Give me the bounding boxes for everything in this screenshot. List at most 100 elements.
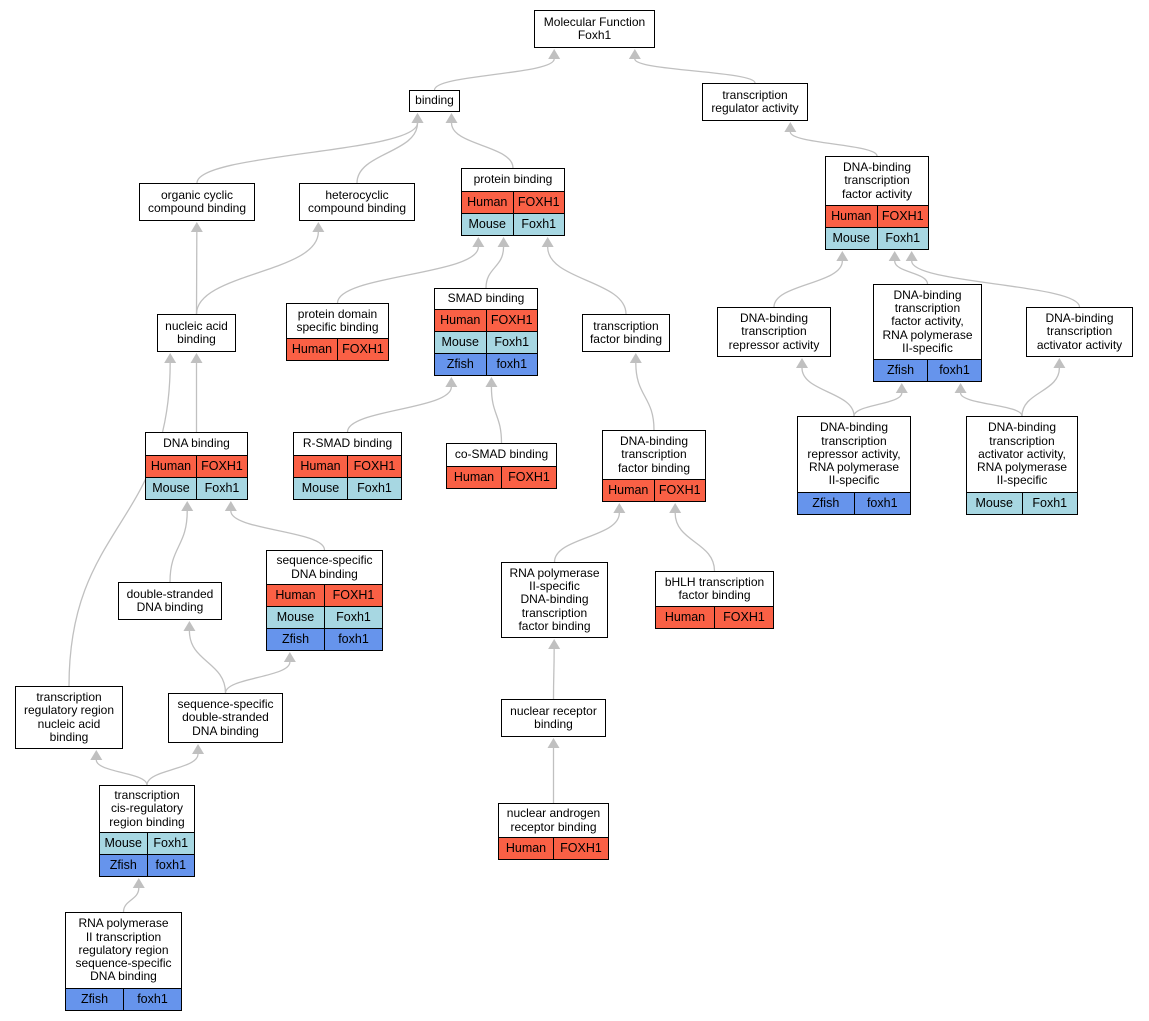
node-title: transcription cis-regulatory region bind… <box>109 788 185 829</box>
node-title: transcription regulatory region nucleic … <box>23 689 115 744</box>
edge-arrowhead <box>181 501 194 511</box>
edge-arrowhead <box>132 878 145 888</box>
edge-line <box>674 512 716 572</box>
edge-line <box>959 392 1023 417</box>
edge-arrowhead <box>669 503 682 513</box>
edge-arrowhead <box>192 744 205 754</box>
node-organic-cyclic-compound-binding[interactable]: organic cyclic compound binding <box>139 183 255 221</box>
gene-label: FOXH1 <box>560 841 602 855</box>
edge-line <box>485 246 505 289</box>
species-label: Mouse <box>967 493 1023 514</box>
node-rna-polymerase-ii-specific-dna-binding-tf-binding[interactable]: RNA polymerase II-specific DNA-binding t… <box>501 562 608 638</box>
node-dna-binding-transcription-factor-activity[interactable]: DNA-binding transcription factor activit… <box>825 156 929 250</box>
edge-line <box>450 122 514 169</box>
node-title: DNA-binding transcription factor activit… <box>882 287 973 355</box>
gene-label: foxh1 <box>939 363 970 377</box>
node-transcription-regulatory-region-nucleic-acid-binding[interactable]: transcription regulatory region nucleic … <box>15 686 123 749</box>
edge-arrowhead <box>190 353 203 363</box>
node-transcription-factor-binding[interactable]: transcription factor binding <box>582 314 670 352</box>
species-row: Human FOXH1 <box>447 466 556 488</box>
node-nuclear-receptor-binding[interactable]: nuclear receptor binding <box>501 699 606 737</box>
species-label: Human <box>499 838 554 859</box>
node-dna-binding-transcription-factor-activity-rnapii[interactable]: DNA-binding transcription factor activit… <box>873 284 982 382</box>
gene-label: FOXH1 <box>881 209 924 223</box>
node-title: transcription regulator activity <box>711 87 799 115</box>
species-label: Mouse <box>462 214 514 235</box>
node-title: DNA-binding transcription activator acti… <box>976 420 1068 488</box>
node-dna-binding-transcription-factor-binding[interactable]: DNA-binding transcription factor binding… <box>602 430 706 502</box>
species-label: Mouse <box>146 478 197 499</box>
node-title: SMAD binding <box>447 291 525 306</box>
node-title: DNA-binding transcription repressor acti… <box>728 311 820 352</box>
gene-label: foxh1 <box>338 632 369 646</box>
edge-line <box>95 759 148 786</box>
gene-label: foxh1 <box>866 496 898 510</box>
node-title: nucleic acid binding <box>165 318 228 346</box>
node-rna-polymerase-ii-transcription-regulatory-region-sequence-specific-dna-binding[interactable]: RNA polymerase II transcription regulato… <box>65 912 182 1011</box>
node-title: DNA-binding transcription factor activit… <box>841 160 913 201</box>
node-title: DNA binding <box>163 436 230 451</box>
gene-label: Foxh1 <box>521 217 557 231</box>
edge-arrowhead <box>497 237 510 247</box>
node-dna-binding-transcription-repressor-activity[interactable]: DNA-binding transcription repressor acti… <box>717 307 831 357</box>
edge-line <box>196 122 419 184</box>
edge-line <box>68 362 171 687</box>
gene-label: Foxh1 <box>357 481 392 495</box>
edge-arrowhead <box>629 353 642 363</box>
node-dna-binding-transcription-activator-activity-rnapii[interactable]: DNA-binding transcription activator acti… <box>966 416 1078 515</box>
edge-line <box>195 231 319 315</box>
species-label: Zfish <box>435 354 487 375</box>
edge-arrowhead <box>888 251 901 261</box>
node-title: DNA-binding transcription repressor acti… <box>807 420 901 488</box>
node-heterocyclic-compound-binding[interactable]: heterocyclic compound binding <box>299 183 415 221</box>
edge-arrowhead <box>548 639 561 649</box>
node-transcription-cis-regulatory-region-binding[interactable]: transcription cis-regulatory region bind… <box>99 785 195 877</box>
edge-arrowhead <box>1053 358 1066 368</box>
edge-arrowhead <box>784 122 797 132</box>
node-molecular-function[interactable]: Molecular Function Foxh1 <box>534 10 655 48</box>
edge-line <box>853 392 903 417</box>
gene-label: foxh1 <box>155 858 187 872</box>
species-label: Human <box>294 456 348 477</box>
edge-line <box>552 648 555 700</box>
gene-label: FOXH1 <box>508 470 550 484</box>
edge-arrowhead <box>613 503 626 513</box>
node-title: sequence-specific double-stranded DNA bi… <box>177 697 274 738</box>
edge-line <box>773 260 843 308</box>
gene-label: FOXH1 <box>490 313 533 327</box>
node-nucleic-acid-binding[interactable]: nucleic acid binding <box>157 314 236 352</box>
node-title: bHLH transcription factor binding <box>664 574 765 602</box>
node-binding[interactable]: binding <box>409 90 460 112</box>
node-title: organic cyclic compound binding <box>147 187 247 215</box>
node-double-stranded-dna-binding[interactable]: double-stranded DNA binding <box>118 582 222 620</box>
gene-label: FOXH1 <box>658 483 701 497</box>
species-label: Zfish <box>66 989 124 1010</box>
gene-label: Foxh1 <box>494 335 530 349</box>
node-title: Molecular Function Foxh1 <box>543 14 646 42</box>
node-dna-binding-transcription-activator-activity[interactable]: DNA-binding transcription activator acti… <box>1026 307 1133 357</box>
node-dna-binding-transcription-repressor-activity-rnapii[interactable]: DNA-binding transcription repressor acti… <box>797 416 911 515</box>
gene-label: Foxh1 <box>153 836 189 850</box>
edge-line <box>789 131 878 157</box>
species-label: Human <box>447 467 502 488</box>
node-sequence-specific-double-stranded-dna-binding[interactable]: sequence-specific double-stranded DNA bi… <box>168 693 283 743</box>
node-title: binding <box>415 93 454 108</box>
node-title: heterocyclic compound binding <box>307 187 407 215</box>
node-title: DNA-binding transcription factor binding <box>617 434 691 475</box>
node-transcription-regulator-activity[interactable]: transcription regulator activity <box>702 83 808 121</box>
